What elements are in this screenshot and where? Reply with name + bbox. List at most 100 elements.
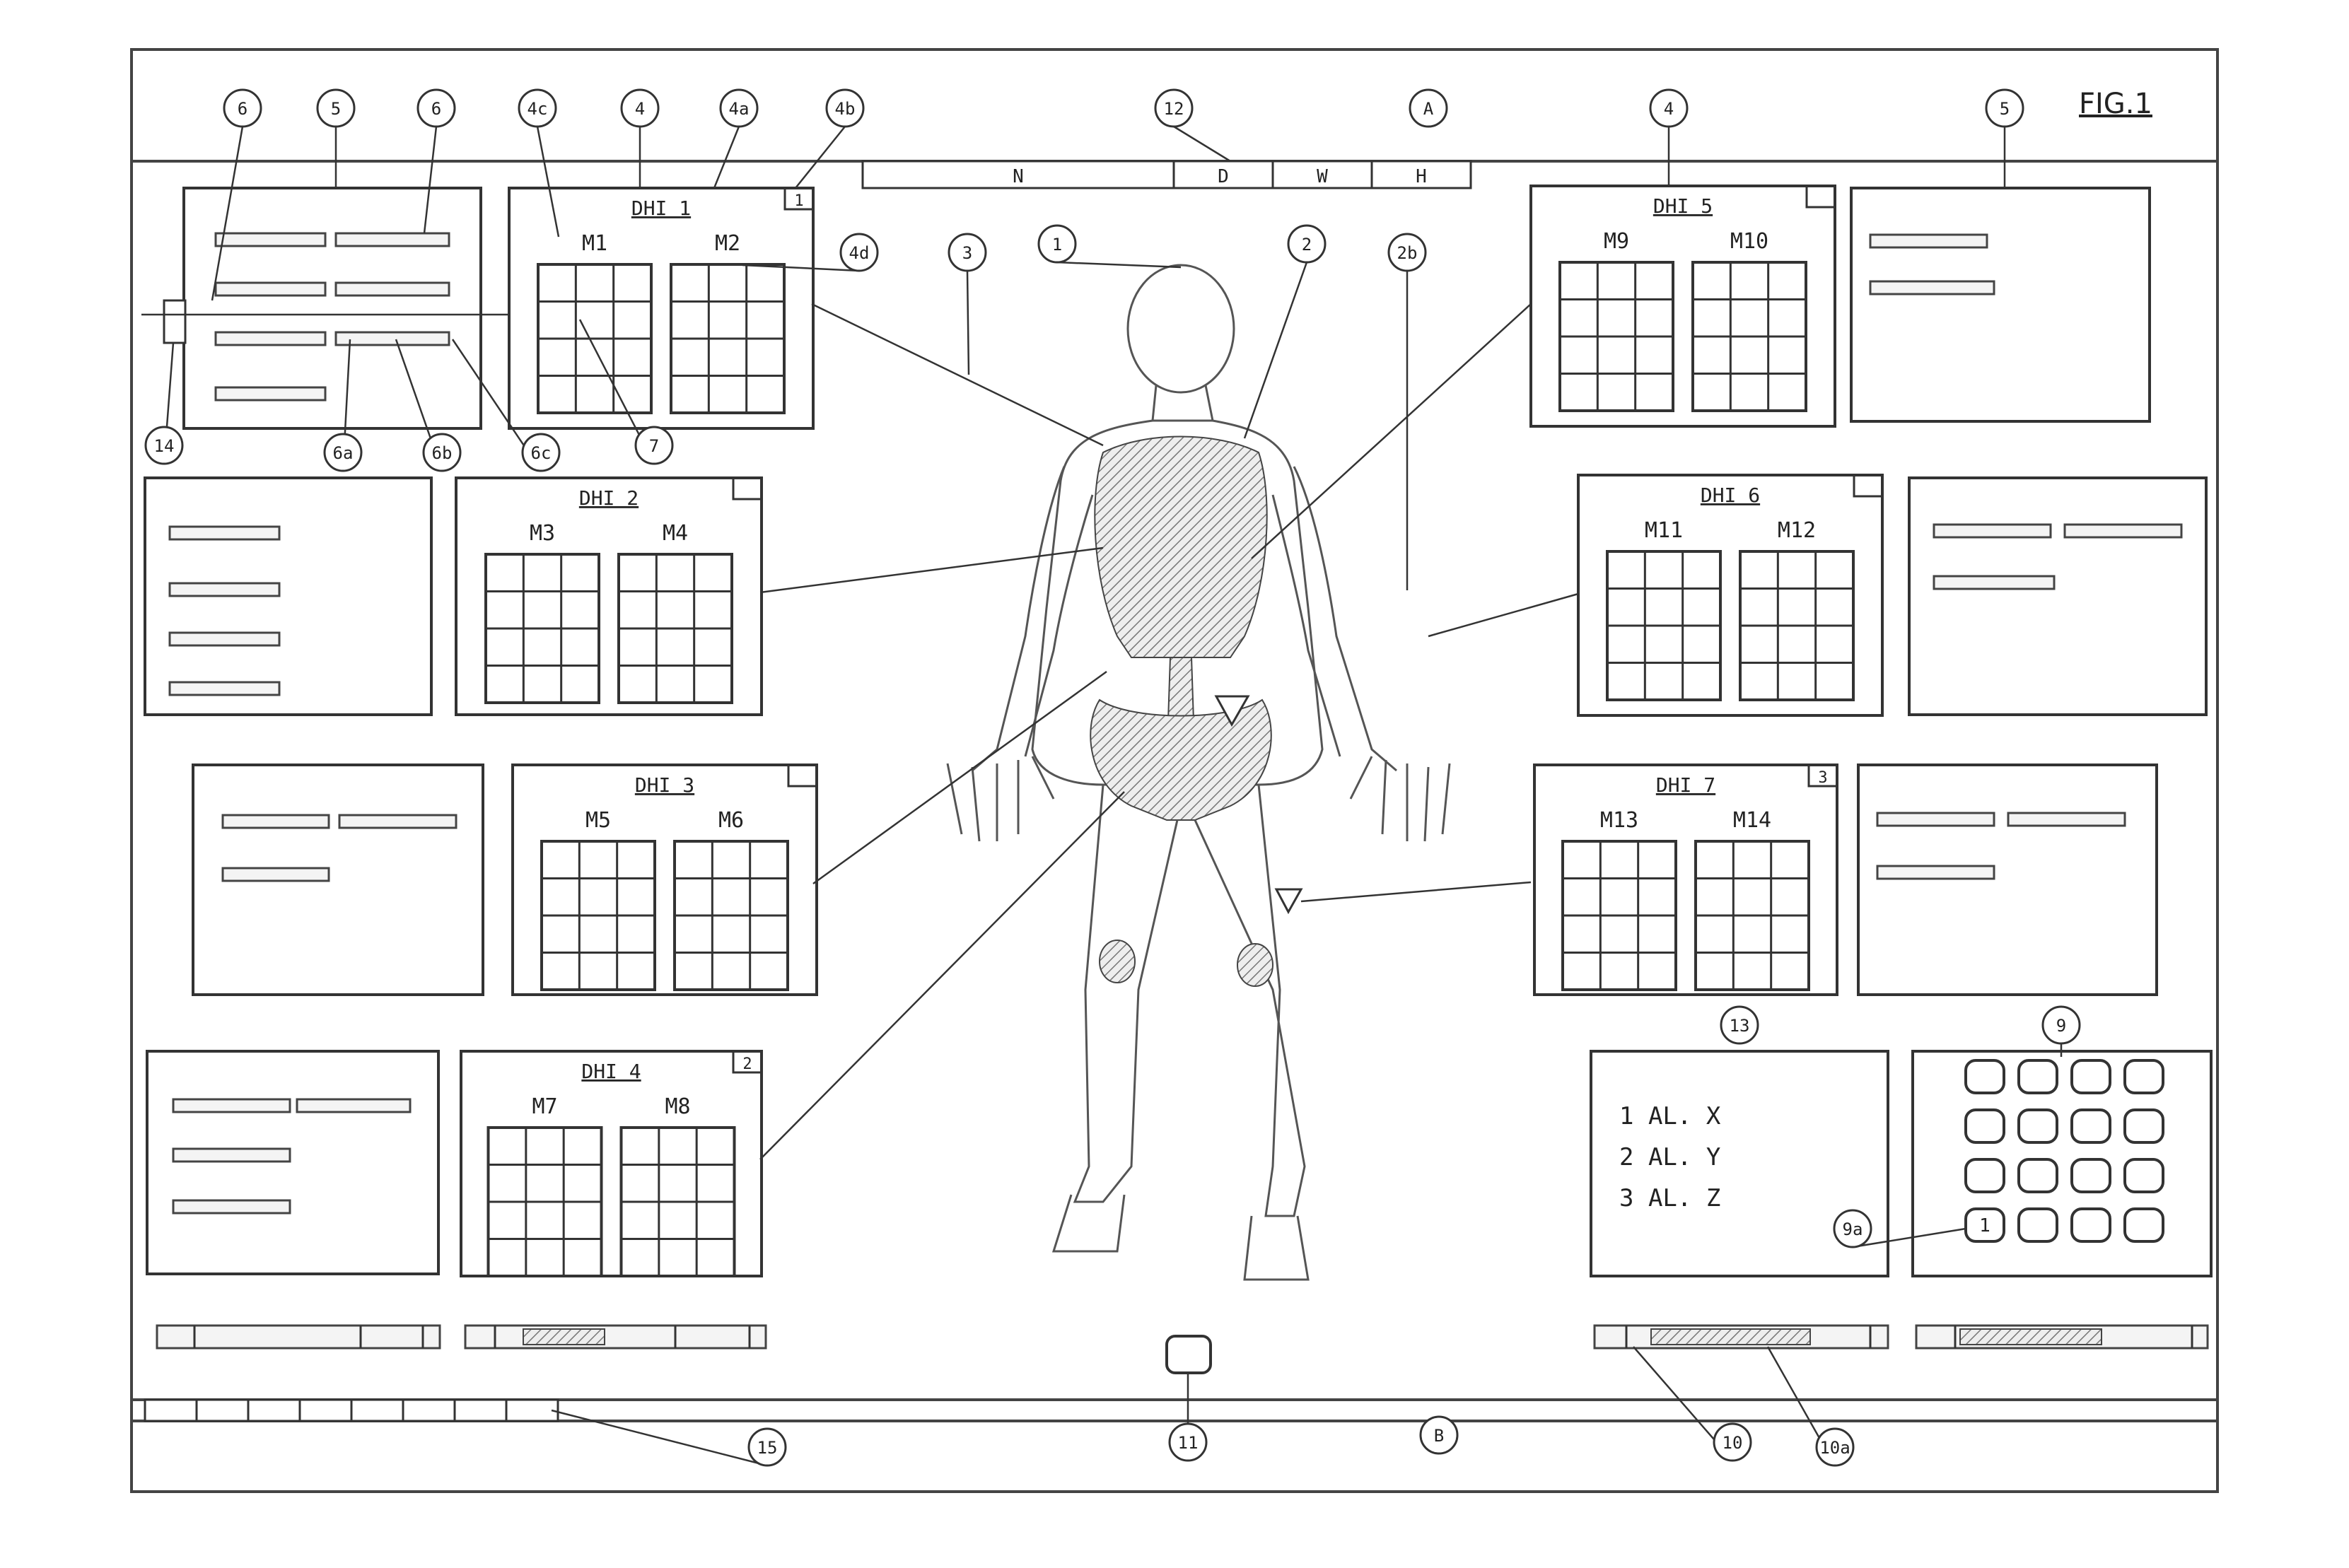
scrollbar-right-1[interactable] [1593, 1324, 1889, 1350]
keypad-key[interactable] [1964, 1059, 2005, 1094]
keypad-key[interactable] [2017, 1108, 2058, 1144]
keypad-key[interactable] [2123, 1059, 2164, 1094]
marker-triangle[interactable] [1274, 888, 1303, 915]
tab-d[interactable]: D [1218, 166, 1229, 187]
data-matrix[interactable] [1561, 840, 1677, 991]
data-matrix[interactable] [617, 553, 733, 704]
scrollbar-left-1[interactable] [156, 1324, 441, 1350]
callout-c6c: 6c [451, 339, 561, 472]
data-matrix[interactable] [486, 1126, 603, 1277]
bottom-tab[interactable] [144, 1398, 198, 1422]
human-body-figure[interactable] [946, 264, 1451, 1281]
info-field[interactable] [296, 1098, 412, 1113]
info-field[interactable] [2007, 812, 2126, 827]
info-field[interactable] [1876, 812, 1995, 827]
keypad-key[interactable] [1964, 1207, 2005, 1243]
info-field[interactable] [221, 867, 330, 882]
bottom-tab[interactable] [505, 1398, 559, 1422]
info-field[interactable] [172, 1199, 291, 1215]
info-panel-5[interactable] [1850, 187, 2151, 423]
info-field[interactable] [1933, 523, 2052, 539]
data-matrix[interactable] [619, 1126, 736, 1277]
keypad-key[interactable] [2017, 1059, 2058, 1094]
data-matrix[interactable] [1739, 550, 1855, 701]
info-field[interactable] [172, 1098, 291, 1113]
info-field[interactable] [1876, 865, 1995, 880]
data-matrix[interactable] [673, 840, 789, 991]
info-field[interactable] [1869, 280, 1995, 296]
info-panel-3[interactable] [192, 763, 484, 996]
bottom-tab[interactable] [247, 1398, 301, 1422]
info-field[interactable] [214, 331, 327, 346]
tab-strip[interactable]: N D W H [861, 160, 1472, 189]
info-field[interactable] [338, 814, 457, 829]
info-field[interactable] [334, 331, 450, 346]
info-field[interactable] [168, 681, 281, 696]
info-field[interactable] [221, 814, 330, 829]
info-field[interactable] [168, 525, 281, 541]
keypad-key[interactable] [2017, 1207, 2058, 1243]
alarm-item[interactable]: 1 AL. X [1619, 1102, 1721, 1130]
data-matrix[interactable] [1691, 261, 1807, 412]
info-field[interactable] [1869, 233, 1988, 249]
scrollbar-thumb[interactable] [1650, 1328, 1811, 1345]
keypad-key[interactable] [1964, 1158, 2005, 1193]
data-matrix[interactable] [670, 263, 786, 414]
info-field[interactable] [168, 631, 281, 647]
keypad-key[interactable] [2123, 1158, 2164, 1193]
scrollbar-thumb[interactable] [1959, 1328, 2102, 1345]
marker-triangle[interactable] [1214, 695, 1250, 727]
bottom-tab[interactable] [298, 1398, 353, 1422]
info-field[interactable] [214, 386, 327, 402]
keypad-key[interactable] [2017, 1158, 2058, 1193]
info-panel-4[interactable] [146, 1050, 440, 1275]
data-matrix[interactable] [1606, 550, 1722, 701]
info-field[interactable] [172, 1147, 291, 1163]
bottom-tab[interactable] [402, 1398, 456, 1422]
keypad-key[interactable] [2123, 1108, 2164, 1144]
info-panel-7[interactable] [1857, 763, 2158, 996]
info-panel-1[interactable] [182, 187, 482, 430]
info-field[interactable] [1933, 575, 2056, 590]
info-panel-2[interactable] [144, 476, 433, 716]
data-matrix[interactable] [1694, 840, 1810, 991]
scrollbar-thumb[interactable] [523, 1328, 605, 1345]
keypad-key[interactable] [2123, 1207, 2164, 1243]
tab-h[interactable]: H [1416, 166, 1427, 187]
keypad-key[interactable] [2070, 1207, 2111, 1243]
keypad-key[interactable] [2070, 1059, 2111, 1094]
tab-n[interactable]: N [1013, 166, 1024, 187]
bottom-tab-strip[interactable] [144, 1398, 559, 1422]
scrollbar-right-2[interactable] [1915, 1324, 2209, 1350]
info-field[interactable] [334, 281, 450, 297]
scrollbar-left-2[interactable] [464, 1324, 767, 1350]
bottom-tab[interactable] [350, 1398, 404, 1422]
keypad-key[interactable] [1964, 1108, 2005, 1144]
data-matrix[interactable] [540, 840, 656, 991]
tab-w[interactable]: W [1317, 166, 1328, 187]
bottom-tab[interactable] [453, 1398, 508, 1422]
info-field[interactable] [168, 582, 281, 597]
bottom-tab[interactable] [195, 1398, 250, 1422]
info-field[interactable] [214, 281, 327, 297]
keypad-key[interactable] [2070, 1158, 2111, 1193]
data-matrix[interactable] [537, 263, 653, 414]
callout-c2b: 2b [1387, 233, 1427, 590]
info-field[interactable] [2063, 523, 2183, 539]
keypad-key[interactable] [2070, 1108, 2111, 1144]
alarm-item[interactable]: 3 AL. Z [1619, 1184, 1720, 1212]
info-field[interactable] [214, 232, 327, 247]
center-action-button[interactable] [1165, 1335, 1212, 1374]
info-panel-6[interactable] [1908, 476, 2208, 716]
data-matrix[interactable] [1558, 261, 1674, 412]
data-matrix[interactable] [484, 553, 600, 704]
alarm-item[interactable]: 2 AL. Y [1619, 1143, 1720, 1171]
info-field[interactable] [334, 232, 450, 247]
